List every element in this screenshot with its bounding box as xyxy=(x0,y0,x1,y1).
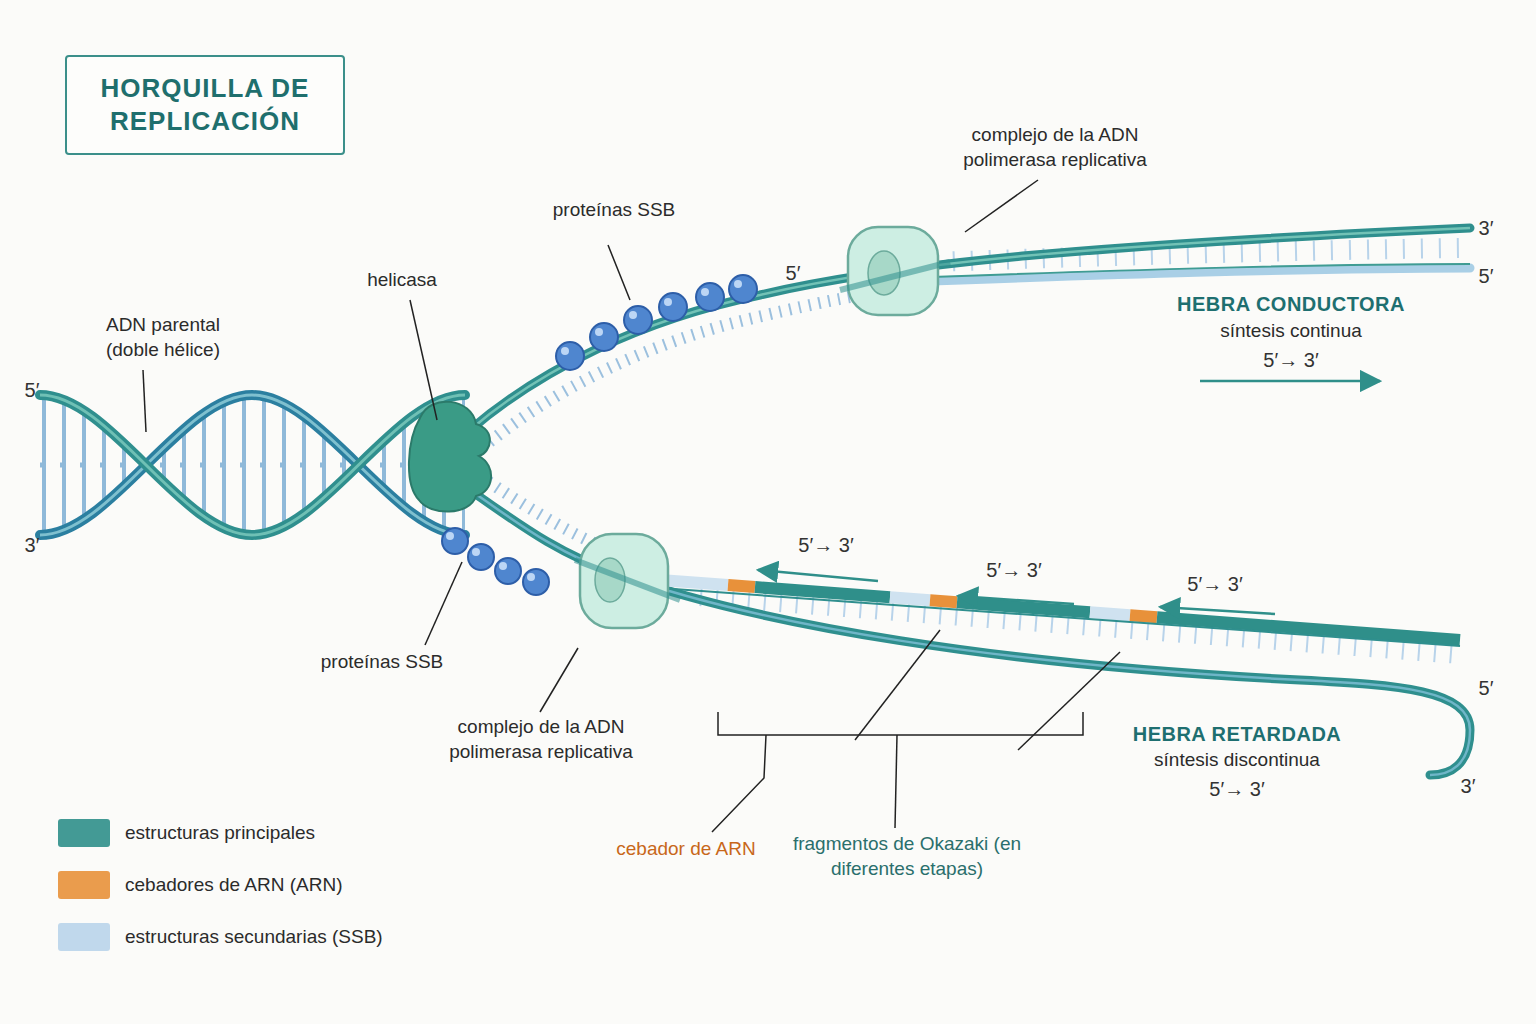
ssb-protein xyxy=(523,569,549,595)
ssb-highlight xyxy=(527,573,535,581)
leader-line xyxy=(855,630,940,740)
strand-subtitle: síntesis continua xyxy=(1220,319,1362,344)
direction-label: 5′→ 3′ xyxy=(1209,776,1264,802)
strand-heading: HEBRA RETARDADA xyxy=(1133,721,1342,747)
helix-strand-highlight xyxy=(40,395,465,535)
direction-label: 5′→ 3′ xyxy=(986,557,1041,583)
callout-label: fragmentos de Okazaki (en diferentes eta… xyxy=(787,832,1027,881)
strand-subtitle: síntesis discontinua xyxy=(1154,748,1320,773)
direction-label: 5′→ 3′ xyxy=(798,532,853,558)
strand-heading: HEBRA CONDUCTORA xyxy=(1177,291,1405,317)
leader-line xyxy=(895,735,897,828)
strand-end-label: 5′ xyxy=(25,377,40,403)
ssb-highlight xyxy=(472,548,480,556)
ssb-protein xyxy=(696,283,724,311)
direction-arrow xyxy=(1200,380,1380,383)
direction-label: 5′→ 3′ xyxy=(1263,347,1318,373)
leading-new-strand-edge xyxy=(900,264,1470,278)
callout-label: complejo de la ADN polimerasa replicativ… xyxy=(930,123,1180,172)
rna-primer xyxy=(930,600,957,602)
base-pair-rungs xyxy=(40,465,470,466)
ssb-highlight xyxy=(595,328,603,336)
leader-line xyxy=(965,180,1038,232)
leader-lines xyxy=(143,180,1120,832)
ssb-protein xyxy=(468,544,494,570)
fragment-gap xyxy=(1090,612,1130,615)
legend-text: estructuras secundarias (SSB) xyxy=(125,926,383,948)
legend-text: estructuras principales xyxy=(125,822,315,844)
ssb-protein xyxy=(590,323,618,351)
ssb-highlight xyxy=(701,288,709,296)
leading-template-strand xyxy=(470,228,1470,430)
title-box: HORQUILLA DE REPLICACIÓN xyxy=(65,55,345,155)
ssb-highlight xyxy=(734,280,742,288)
legend-swatch xyxy=(58,923,110,951)
strand-end-label: 5′ xyxy=(1479,675,1494,701)
strand-end-label: 3′ xyxy=(25,532,40,558)
legend-row: cebadores de ARN (ARN) xyxy=(58,870,343,900)
callout-label: ADN parental (doble hélice) xyxy=(83,313,243,362)
fragment-gap xyxy=(660,580,728,585)
ssb-highlight xyxy=(629,311,637,319)
leader-line xyxy=(1018,652,1120,750)
ssb-highlight xyxy=(561,347,569,355)
helix-strand-highlight xyxy=(40,395,465,535)
base-pair-rungs xyxy=(40,463,470,468)
okazaki-fragments xyxy=(660,580,1460,640)
helix-strand xyxy=(40,395,465,535)
bracket xyxy=(718,712,1083,735)
ssb-protein xyxy=(495,558,521,584)
direction-arrow xyxy=(758,570,878,581)
ssb-highlight xyxy=(446,532,454,540)
leader-line xyxy=(425,562,462,645)
ssb-highlight xyxy=(499,562,507,570)
ssb-highlight xyxy=(664,298,672,306)
callout-label: cebador de ARN xyxy=(616,837,755,862)
callout-label: complejo de la ADN polimerasa replicativ… xyxy=(416,715,666,764)
legend-row: estructuras secundarias (SSB) xyxy=(58,922,383,952)
ssb-protein xyxy=(624,306,652,334)
strand-end-label: 5′ xyxy=(786,260,801,286)
strand-highlight xyxy=(470,228,1470,430)
ssb-protein xyxy=(659,293,687,321)
legend-text: cebadores de ARN (ARN) xyxy=(125,874,343,896)
legend-swatch xyxy=(58,871,110,899)
legend-swatch xyxy=(58,819,110,847)
leader-line xyxy=(712,735,766,832)
leader-line xyxy=(410,300,437,420)
rna-primer xyxy=(728,585,755,587)
strand-end-label: 3′ xyxy=(1461,773,1476,799)
fragment-gap xyxy=(890,597,930,600)
callout-label: helicasa xyxy=(367,268,437,293)
legend-row: estructuras principales xyxy=(58,818,315,848)
helicase xyxy=(409,402,491,512)
leader-line xyxy=(143,370,146,432)
direction-label: 5′→ 3′ xyxy=(1187,571,1242,597)
okazaki-fragment xyxy=(1157,617,1460,640)
strand-end-label: 5′ xyxy=(1479,263,1494,289)
direction-arrow xyxy=(1160,607,1275,614)
ssb-protein xyxy=(729,275,757,303)
ssb-protein xyxy=(556,342,584,370)
diagram-title: HORQUILLA DE REPLICACIÓN xyxy=(90,72,320,138)
lagging-new-strand-edge xyxy=(660,588,1460,646)
strand-through-polymerase xyxy=(575,560,680,600)
ssb-protein xyxy=(442,528,468,554)
leader-line xyxy=(608,245,630,300)
rna-primer xyxy=(1130,615,1157,617)
direction-arrow xyxy=(958,596,1074,604)
strand-end-label: 3′ xyxy=(1479,215,1494,241)
callout-label: proteínas SSB xyxy=(553,198,676,223)
leader-line xyxy=(540,648,578,712)
strand-through-polymerase xyxy=(840,262,950,290)
callout-label: proteínas SSB xyxy=(321,650,444,675)
ssb-highlights xyxy=(446,280,742,581)
helix-strand xyxy=(40,395,465,535)
